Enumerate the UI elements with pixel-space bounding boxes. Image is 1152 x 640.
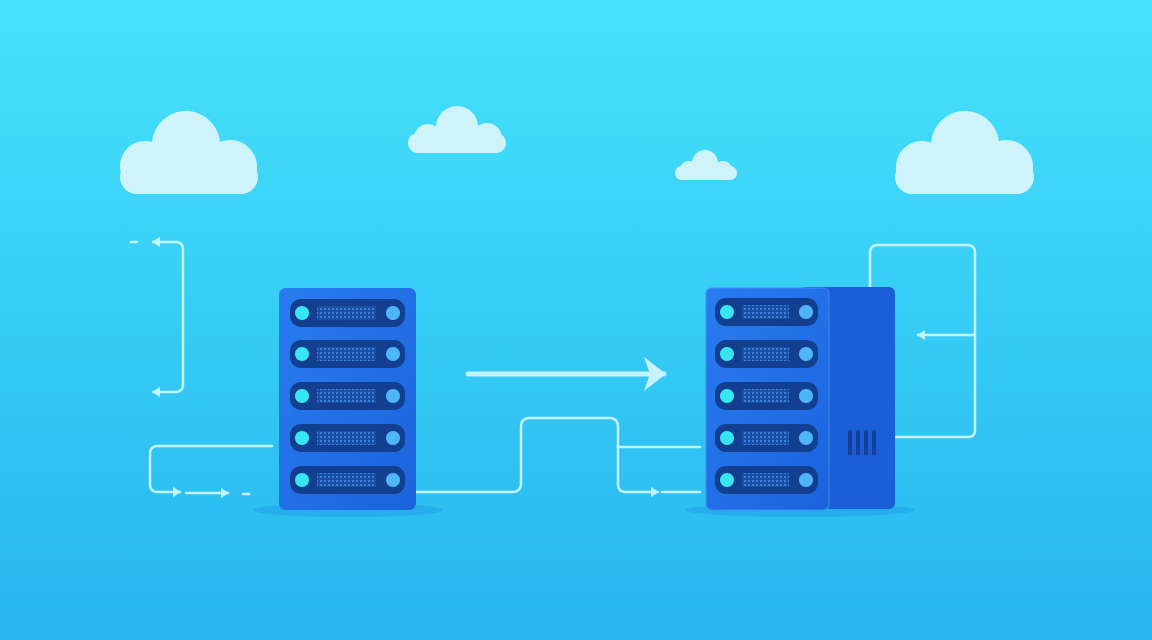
drive-grill xyxy=(742,347,789,361)
drive-grill xyxy=(317,389,376,403)
status-led-icon xyxy=(295,306,309,320)
drive-grill xyxy=(317,431,376,445)
drive-slot xyxy=(715,466,818,494)
center-connector xyxy=(414,416,702,494)
left-bracket-arrow-icon xyxy=(151,240,185,397)
status-led-icon xyxy=(799,473,813,487)
drive-slot xyxy=(290,382,405,410)
vent-icon xyxy=(848,430,876,455)
status-led-icon xyxy=(386,389,400,403)
status-led-icon xyxy=(799,431,813,445)
status-led-icon xyxy=(295,473,309,487)
status-led-icon xyxy=(295,431,309,445)
server-rack-icon xyxy=(279,288,416,510)
status-led-icon xyxy=(720,473,734,487)
drive-slot xyxy=(290,424,405,452)
cloud-icon xyxy=(408,106,506,153)
status-led-icon xyxy=(720,431,734,445)
cloud-icon xyxy=(675,150,737,180)
drive-grill xyxy=(317,347,376,361)
drive-slot xyxy=(715,340,818,368)
status-led-icon xyxy=(386,306,400,320)
status-led-icon xyxy=(799,305,813,319)
left-bottom-connector xyxy=(148,444,274,497)
status-led-icon xyxy=(295,389,309,403)
drive-grill xyxy=(742,473,789,487)
status-led-icon xyxy=(720,347,734,361)
drive-grill xyxy=(317,306,376,320)
drive-grill xyxy=(742,389,789,403)
right-loop-connector xyxy=(868,243,977,439)
status-led-icon xyxy=(720,305,734,319)
status-led-icon xyxy=(386,431,400,445)
drive-slot xyxy=(715,424,818,452)
center-bottom-arrow-icon xyxy=(616,445,660,497)
drive-grill xyxy=(317,473,376,487)
status-led-icon xyxy=(386,347,400,361)
drive-slot xyxy=(715,298,818,326)
status-led-icon xyxy=(295,347,309,361)
drive-grill xyxy=(742,305,789,319)
drive-slot xyxy=(290,466,405,494)
server-tower-icon xyxy=(705,287,895,511)
status-led-icon xyxy=(720,389,734,403)
status-led-icon xyxy=(799,347,813,361)
status-led-icon xyxy=(386,473,400,487)
drive-slot xyxy=(715,382,818,410)
cloud-icon xyxy=(895,111,1034,194)
drive-slot xyxy=(290,340,405,368)
drive-slot xyxy=(290,299,405,327)
status-led-icon xyxy=(799,389,813,403)
drive-grill xyxy=(742,431,789,445)
cloud-icon xyxy=(120,111,258,194)
